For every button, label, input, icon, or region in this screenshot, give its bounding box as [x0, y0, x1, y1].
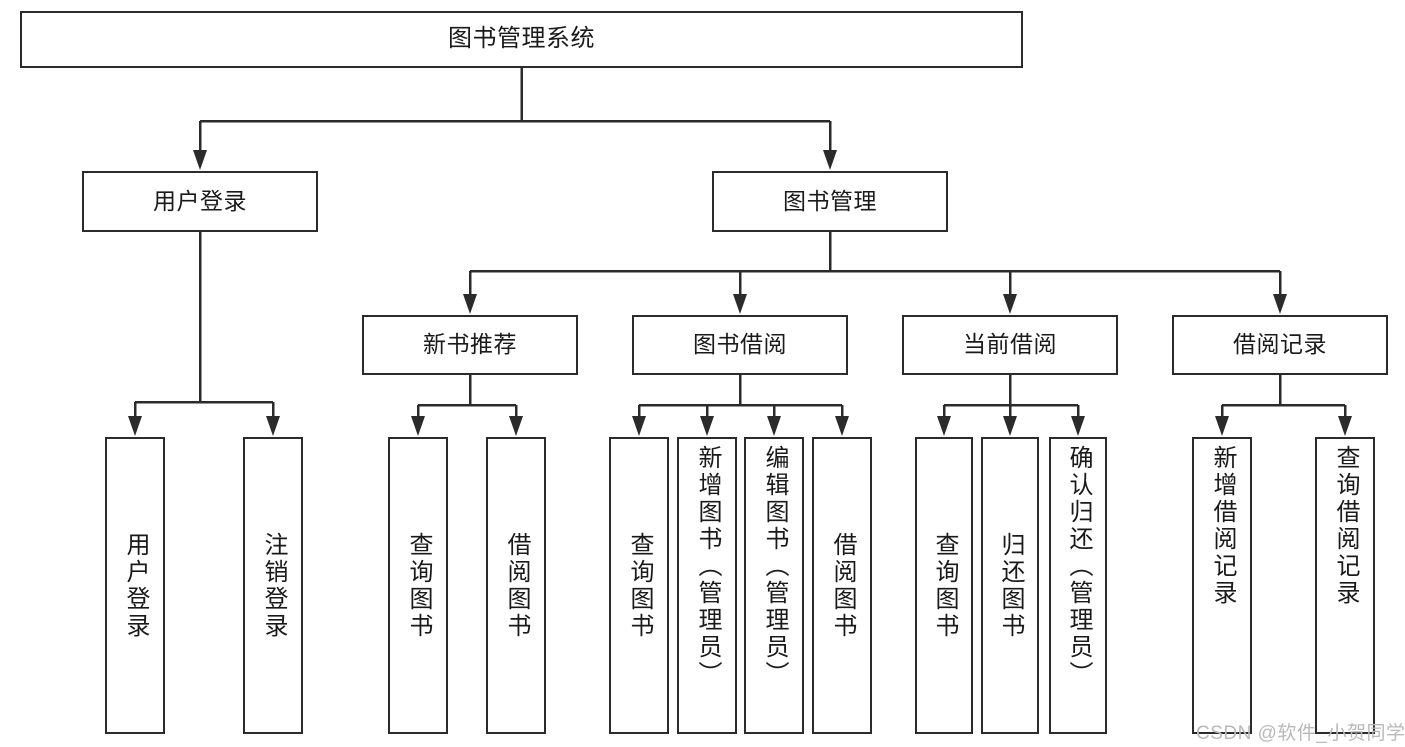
- arrowhead: [1215, 416, 1229, 436]
- node-root[interactable]: 图书管理系统: [20, 11, 1023, 68]
- node-label: 新书推荐: [423, 331, 517, 358]
- node-label: 借阅记录: [1233, 331, 1327, 358]
- node-book-manage[interactable]: 图书管理: [712, 171, 948, 232]
- arrowhead: [767, 416, 781, 436]
- arrowhead: [411, 416, 425, 436]
- node-label: 用户登录: [122, 531, 149, 640]
- arrowhead: [193, 150, 207, 170]
- node-label: 新增借阅记录: [1209, 445, 1236, 607]
- arrowhead: [128, 416, 142, 436]
- node-leaf-edit-book[interactable]: 编辑图书（管理员）: [744, 437, 804, 734]
- arrowhead: [509, 416, 523, 436]
- node-new-book-rec[interactable]: 新书推荐: [362, 315, 578, 375]
- node-leaf-add-book[interactable]: 新增图书（管理员）: [677, 437, 737, 734]
- node-leaf-query-book-2[interactable]: 查询图书: [609, 437, 669, 734]
- node-leaf-borrow-book-2[interactable]: 借阅图书: [812, 437, 872, 734]
- arrowhead: [463, 294, 477, 314]
- node-label: 确认归还（管理员）: [1065, 445, 1092, 688]
- node-borrow-record[interactable]: 借阅记录: [1172, 315, 1388, 375]
- node-label: 用户登录: [153, 187, 247, 214]
- node-label: 注销登录: [260, 531, 287, 640]
- node-leaf-add-record[interactable]: 新增借阅记录: [1192, 437, 1252, 734]
- node-label: 图书管理系统: [448, 25, 595, 53]
- node-label: 借阅图书: [829, 531, 856, 640]
- node-leaf-user-logout[interactable]: 注销登录: [243, 437, 303, 734]
- node-label: 新增图书（管理员）: [694, 445, 721, 688]
- node-label: 图书管理: [783, 187, 877, 214]
- node-label: 编辑图书（管理员）: [761, 445, 788, 688]
- node-leaf-query-book-1[interactable]: 查询图书: [388, 437, 448, 734]
- arrowhead: [1003, 416, 1017, 436]
- arrowhead: [632, 416, 646, 436]
- node-label: 查询图书: [626, 531, 653, 640]
- node-leaf-confirm-return[interactable]: 确认归还（管理员）: [1049, 437, 1107, 734]
- arrowhead: [700, 416, 714, 436]
- node-book-borrow[interactable]: 图书借阅: [632, 315, 848, 375]
- arrowhead: [937, 416, 951, 436]
- node-leaf-query-record[interactable]: 查询借阅记录: [1315, 437, 1375, 734]
- node-leaf-query-book-3[interactable]: 查询图书: [915, 437, 973, 734]
- arrowhead: [733, 294, 747, 314]
- node-leaf-user-login[interactable]: 用户登录: [105, 437, 165, 734]
- arrowhead: [1273, 294, 1287, 314]
- arrowhead: [823, 150, 837, 170]
- node-label: 图书借阅: [693, 331, 787, 358]
- node-user-login[interactable]: 用户登录: [82, 171, 318, 232]
- node-label: 借阅图书: [503, 531, 530, 640]
- node-label: 查询图书: [931, 531, 958, 640]
- node-label: 查询借阅记录: [1332, 445, 1359, 607]
- arrowhead: [1071, 416, 1085, 436]
- node-current-borrow[interactable]: 当前借阅: [902, 315, 1118, 375]
- arrowhead: [835, 416, 849, 436]
- node-label: 当前借阅: [963, 331, 1057, 358]
- node-label: 归还图书: [997, 531, 1024, 640]
- arrowhead: [1338, 416, 1352, 436]
- node-leaf-return-book[interactable]: 归还图书: [981, 437, 1039, 734]
- node-label: 查询图书: [405, 531, 432, 640]
- node-leaf-borrow-book-1[interactable]: 借阅图书: [486, 437, 546, 734]
- arrowhead: [1003, 294, 1017, 314]
- arrowhead: [266, 416, 280, 436]
